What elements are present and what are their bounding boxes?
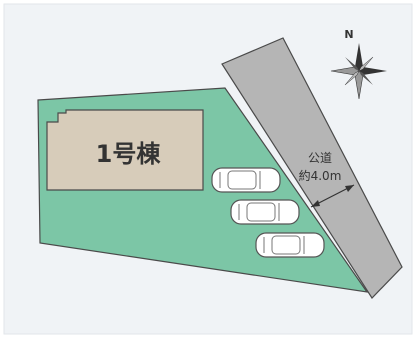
road [221,37,403,299]
building-label: 1号棟 [96,140,162,168]
dimension-arrow-icon [311,200,320,207]
compass-north-label: N [344,28,353,41]
road-name-label: 公道 [308,151,332,165]
car-icon [230,199,300,225]
parking-area [211,167,325,258]
compass-rose-icon [330,43,387,100]
car-icon [211,167,281,193]
car-icon [255,232,325,258]
road-width-label: 約4.0m [299,168,342,183]
building-1: 1号棟 [46,109,204,191]
building-footprint [46,109,204,191]
dimension-arrow-icon [345,185,354,192]
road-annotation: 公道 約4.0m [299,151,355,208]
